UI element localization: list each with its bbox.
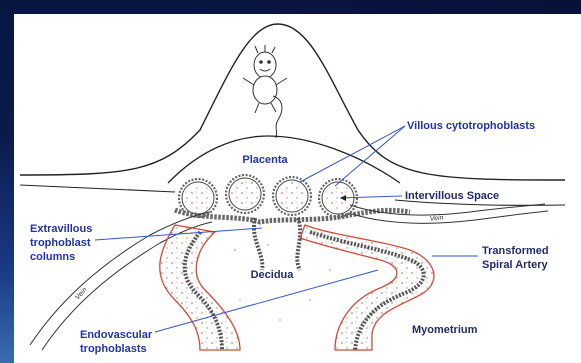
transformed-label-2: Spiral Artery [482, 259, 549, 271]
villous-cytotrophoblasts-label: Villous cytotrophoblasts [407, 120, 535, 132]
vein-label-right: Vein [429, 215, 444, 223]
decidua-speckles [234, 244, 331, 321]
decidua-label: Decidua [251, 269, 295, 281]
vein-label-left: Vein [74, 286, 88, 301]
endovascular-label-2: trophoblasts [80, 343, 147, 355]
fetus-figure [243, 45, 287, 138]
middle-column [254, 218, 300, 270]
endovascular-label-1: Endovascular [80, 329, 153, 341]
intervillous-space-label: Intervillous Space [405, 190, 499, 202]
transformed-label-1: Transformed [482, 245, 549, 257]
myometrium-label: Myometrium [412, 324, 478, 336]
extravillous-label-2: trophoblast [30, 237, 91, 249]
bell-outline [20, 24, 565, 180]
extravillous-label-1: Extravillous [30, 223, 92, 235]
placenta-label: Placenta [242, 154, 288, 166]
extravillous-label-3: columns [30, 251, 75, 263]
left-spiral-artery [160, 225, 240, 350]
